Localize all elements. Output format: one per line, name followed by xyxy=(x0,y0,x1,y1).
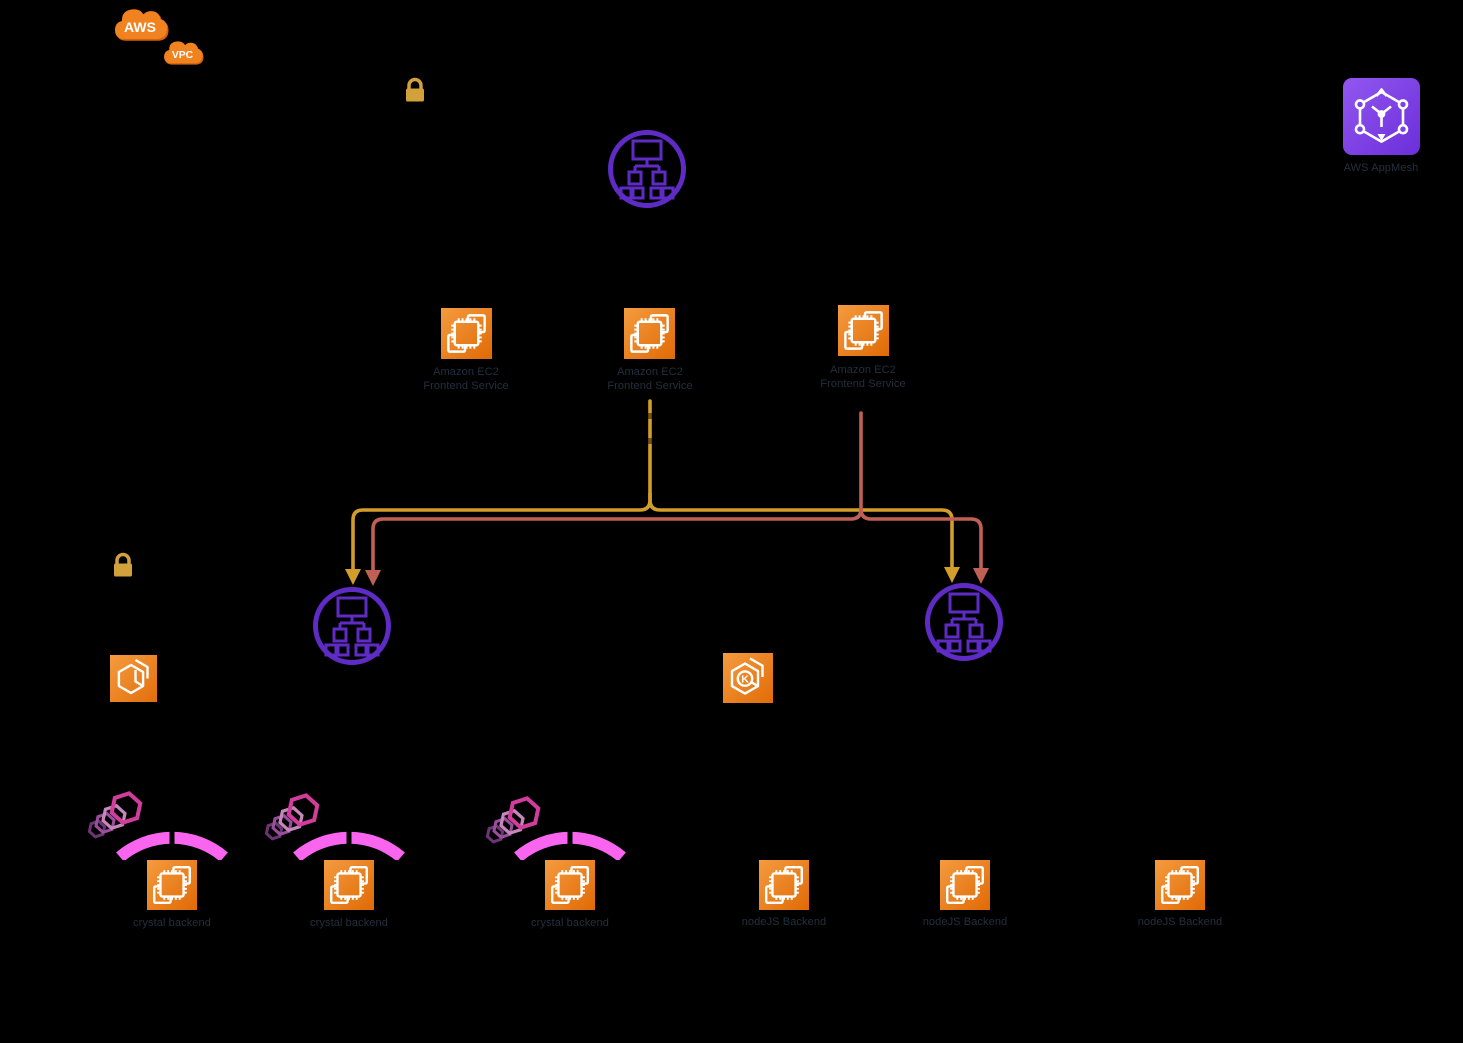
nodejs-backend-label: nodeJS Backend xyxy=(741,916,827,928)
frontend-service-label: Amazon EC2 Frontend Service xyxy=(396,365,536,393)
ec2-icon xyxy=(838,305,889,356)
red-arrowhead-left xyxy=(365,570,381,586)
aws-cloud-label: AWS xyxy=(124,19,156,35)
crystal-backend-label: crystal backend xyxy=(310,917,388,929)
frontend-label-line2: Frontend Service xyxy=(820,378,906,390)
ecr-icon xyxy=(110,655,157,702)
lock-icon xyxy=(109,551,137,579)
eks-icon: K xyxy=(723,653,773,703)
ec2-icon xyxy=(759,860,809,910)
frontend-label-line2: Frontend Service xyxy=(607,380,693,392)
mesh-arc xyxy=(112,824,232,860)
appmesh-label: AWS AppMesh xyxy=(1343,162,1419,174)
crystal-backend-label: crystal backend xyxy=(531,917,609,929)
vpc-cloud-icon: VPC xyxy=(160,36,205,67)
mesh-arc xyxy=(289,824,409,860)
frontend-service-label: Amazon EC2 Frontend Service xyxy=(793,363,933,391)
red-arrowhead-right xyxy=(973,568,989,584)
route-yellow-line xyxy=(351,399,954,573)
frontend-service-label: Amazon EC2 Frontend Service xyxy=(580,365,720,393)
ec2-icon xyxy=(441,308,492,359)
frontend-label-line1: Amazon EC2 xyxy=(830,364,896,376)
virtual-router-icon-right xyxy=(919,577,1009,667)
aws-cloud-icon: AWS xyxy=(110,2,170,44)
nodejs-backend-label: nodeJS Backend xyxy=(1137,916,1223,928)
virtual-router-icon-left xyxy=(307,581,397,671)
virtual-router-icon-top xyxy=(602,124,692,214)
nodejs-backend-label: nodeJS Backend xyxy=(922,916,1008,928)
ec2-icon xyxy=(324,860,374,910)
yellow-arrowhead-left xyxy=(345,569,361,585)
ec2-icon xyxy=(545,860,595,910)
lock-icon xyxy=(401,76,429,104)
mesh-arc xyxy=(510,824,630,860)
ec2-icon xyxy=(940,860,990,910)
route-red-line xyxy=(371,411,983,574)
appmesh-icon xyxy=(1343,78,1420,155)
ec2-icon xyxy=(1155,860,1205,910)
yellow-arrowhead-right xyxy=(944,567,960,583)
frontend-label-line1: Amazon EC2 xyxy=(433,366,499,378)
ec2-icon xyxy=(624,308,675,359)
eks-k-letter: K xyxy=(741,674,749,686)
vpc-cloud-label: VPC xyxy=(172,50,194,61)
frontend-label-line2: Frontend Service xyxy=(423,380,509,392)
ec2-icon xyxy=(147,860,197,910)
crystal-backend-label: crystal backend xyxy=(133,917,211,929)
frontend-label-line1: Amazon EC2 xyxy=(617,366,683,378)
